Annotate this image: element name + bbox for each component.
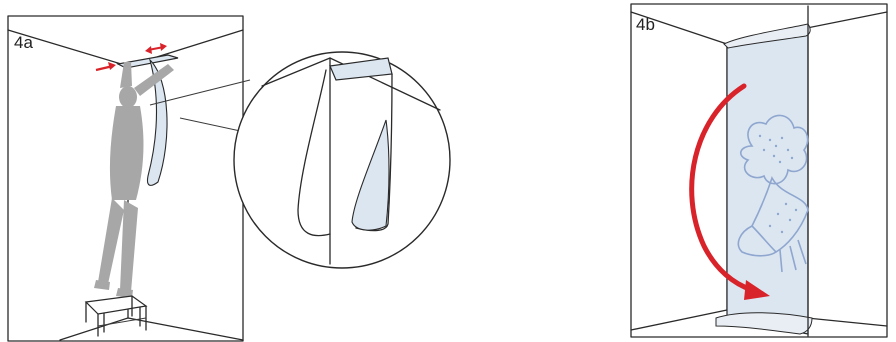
floor-line-right xyxy=(128,318,243,340)
panel-4b: 4b xyxy=(631,4,887,337)
wallpaper-strip xyxy=(727,32,808,334)
panel-4a-label: 4a xyxy=(14,33,33,52)
wallpaper-bottom-roll xyxy=(716,313,812,334)
panel-4a: 4a xyxy=(8,16,250,341)
zoom-leader-bottom xyxy=(180,118,245,132)
panel-4b-floor-left xyxy=(631,310,727,330)
floor-line-left xyxy=(60,318,128,340)
step-stool xyxy=(86,296,146,336)
panel-4b-label: 4b xyxy=(636,15,655,34)
zoom-detail xyxy=(234,52,450,268)
